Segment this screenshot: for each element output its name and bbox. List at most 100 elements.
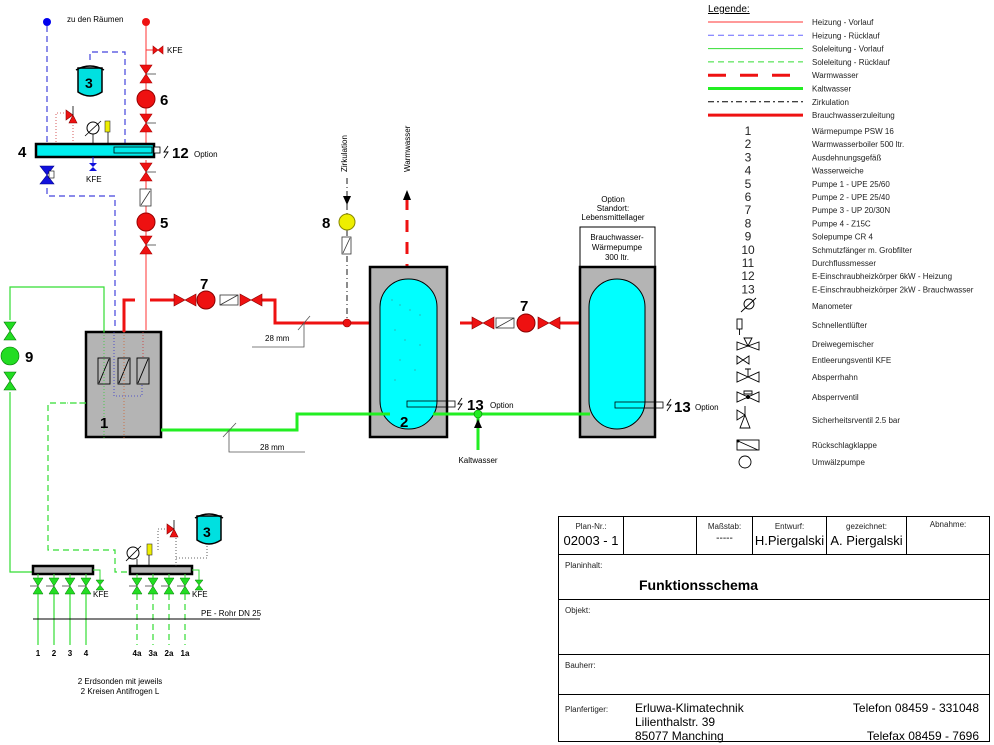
drain-valve-manifold: [95, 579, 105, 591]
note-line-1: 2 Erdsonden mit jeweils: [78, 677, 162, 686]
shutoff-valves-supply: [139, 64, 153, 255]
planner-address: Erluwa-Klimatechnik Lilienthalstr. 39 85…: [635, 701, 744, 743]
heater-13-boiler-option: Option: [490, 401, 514, 410]
circulation-label: Zirkulation: [340, 135, 349, 172]
pump-8-icon: [338, 213, 356, 231]
legend-line-label: Kaltwasser: [812, 85, 851, 94]
to-rooms-label: zu den Räumen: [67, 15, 123, 24]
boiler-coil-dots: [391, 299, 421, 381]
manifold-valve: [145, 574, 159, 645]
dhw-tank: [588, 278, 646, 430]
option-text-1: Option: [601, 195, 625, 204]
pump-5-number: 5: [160, 215, 168, 232]
probe-label: 4a: [133, 649, 142, 658]
manifold-valve: [30, 574, 44, 645]
legend-item: 13 E-Einschraubheizkörper 2kW - Brauchwas…: [741, 282, 973, 296]
company-street: Lilienthalstr. 39: [635, 715, 716, 729]
expansion-vessel-bottom-number: 3: [203, 524, 211, 540]
pump-7-left-assembly: [173, 290, 263, 310]
legend-line-entry: Kaltwasser: [708, 85, 851, 94]
legend-symbol-label: Rückschlagklappe: [812, 441, 877, 450]
option-text-3: Lebensmittellager: [581, 213, 644, 222]
safety-valve-top: [65, 106, 78, 124]
legend-item-number: 10: [741, 243, 755, 257]
approval-cell: Abnahme:: [907, 517, 989, 554]
object-label: Objekt:: [565, 606, 591, 615]
hp-box-text-2: Wärmepumpe: [592, 243, 643, 252]
legend-item-label: E-Einschraubheizkörper 2kW - Brauchwasse…: [812, 285, 974, 294]
manifold-valve: [78, 574, 92, 645]
probe-label: 2a: [165, 649, 174, 658]
circulation-pump-icon: Umwälzpumpe: [738, 455, 865, 469]
manifold-valve: [161, 574, 175, 645]
plan-nr-label: Plan-Nr.:: [575, 522, 607, 531]
heat-pump-number: 1: [100, 415, 108, 432]
manifold-left: [31, 564, 95, 576]
probe-label: 4: [84, 649, 89, 658]
design-label: Entwurf:: [774, 522, 805, 531]
brine-pump-9: [0, 321, 20, 391]
heater-12-option: Option: [194, 150, 218, 159]
pipe-size-lower: 28 mm: [260, 443, 285, 452]
pipe-size-upper: 28 mm: [265, 334, 290, 343]
pump-5-icon: [136, 212, 156, 232]
legend-item-label: Pumpe 3 - UP 20/30N: [812, 206, 890, 215]
legend-line-entry: Brauchwasserzuleitung: [708, 111, 895, 120]
probe-label: 3: [68, 649, 73, 658]
legend-symbol-label: Absperrventil: [812, 393, 859, 402]
legend-item-label: Durchflussmesser: [812, 259, 876, 268]
title-block: Plan-Nr.: 02003 - 1 Maßstab: ----- Entwu…: [558, 516, 990, 743]
option-text-2: Standort:: [597, 204, 629, 213]
note-line-2: 2 Kreisen Antifrogen L: [81, 687, 160, 696]
heater-13-boiler-rod: [406, 400, 456, 408]
heater-13-boiler-number: 13: [467, 397, 484, 414]
heater-12-rod: [113, 146, 153, 154]
legend-symbol-label: Dreiwegemischer: [812, 340, 874, 349]
pump-7-left-number: 7: [200, 276, 208, 293]
boiler-number: 2: [400, 414, 408, 431]
check-valve-icon: Rückschlagklappe: [736, 439, 877, 451]
legend-line-entry: Warmwasser: [708, 71, 859, 80]
legend-item-label: Warmwasserboiler 500 ltr.: [812, 140, 904, 149]
legend-item-label: Schmutzfänger m. Grobfilter: [812, 246, 912, 255]
plan-content-row: Planinhalt: Funktionsschema: [559, 555, 989, 600]
hp-box-text-3: 300 ltr.: [605, 253, 629, 262]
legend-line-label: Heizung - Vorlauf: [812, 18, 874, 27]
design-cell: Entwurf: H.Piergalski: [753, 517, 827, 554]
legend-item: 3 Ausdehnungsgefäß: [745, 150, 882, 164]
three-way-mixer-icon: Dreiwegemischer: [736, 337, 874, 351]
legend-line-label: Soleleitung - Rücklauf: [812, 58, 891, 67]
legend-symbol-label: Absperrhahn: [812, 373, 858, 382]
drain-valve-top: [152, 45, 164, 55]
hot-water-label: Warmwasser: [403, 125, 412, 172]
drawn-cell: gezeichnet: A. Piergalski: [827, 517, 907, 554]
object-row: Objekt:: [559, 600, 989, 655]
legend-line-entry: Soleleitung - Rücklauf: [708, 58, 891, 67]
design-value: H.Piergalski: [754, 533, 825, 548]
scale-cell: Maßstab: -----: [697, 517, 753, 554]
drain-valve-blue: [89, 163, 97, 171]
pump-6-number: 6: [160, 92, 168, 109]
hp-box-text-1: Brauchwasser-: [590, 233, 644, 242]
legend-item: 6 Pumpe 2 - UPE 25/40: [745, 190, 891, 204]
manifold-valve: [62, 574, 76, 645]
manifold-valve: [177, 574, 191, 645]
manometer-icon: Manometer: [740, 297, 853, 313]
legend-item-number: 3: [745, 150, 752, 164]
legend-item-number: 6: [745, 190, 752, 204]
legend-item-label: Pumpe 2 - UPE 25/40: [812, 193, 890, 202]
shutoff-valve-icon: Absperrventil: [736, 390, 859, 403]
legend-item-label: Ausdehnungsgefäß: [812, 153, 882, 162]
legend-item-number: 13: [741, 282, 755, 296]
kfe-label-manifold-left: KFE: [93, 590, 109, 599]
legend-item-label: Wärmepumpe PSW 16: [812, 127, 894, 136]
kfe-label-blue: KFE: [86, 175, 102, 184]
manifold-right: [128, 564, 194, 576]
legend-item-number: 5: [745, 177, 752, 191]
probe-label: 1a: [181, 649, 190, 658]
pump-7-right-assembly: [471, 313, 561, 333]
